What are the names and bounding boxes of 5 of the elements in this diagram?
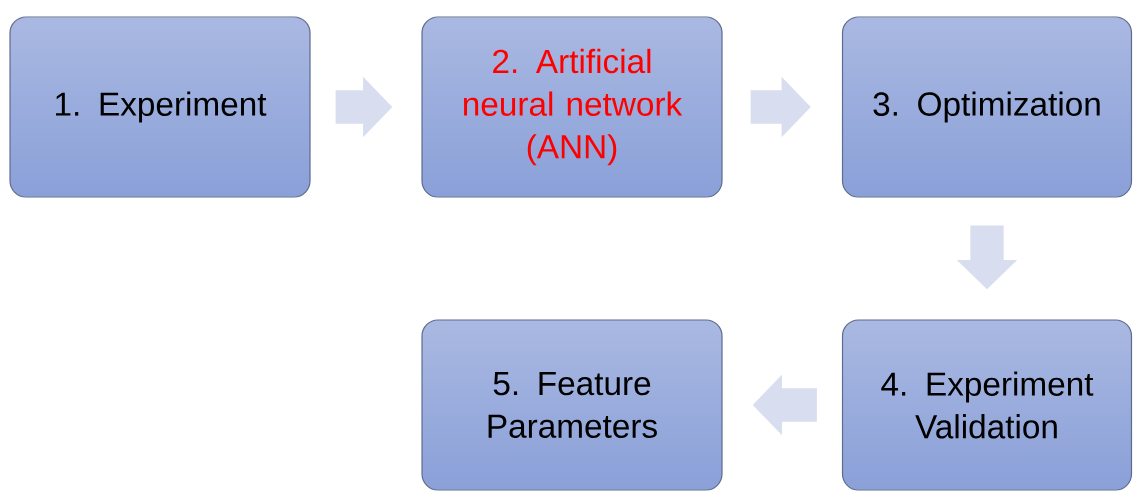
process-box: 2. Artificial neural network (ANN) <box>421 16 723 198</box>
process-box: 4. Experiment Validation <box>841 319 1133 491</box>
process-box: 5. Feature Parameters <box>421 319 723 491</box>
process-box: 3. Optimization <box>841 16 1133 198</box>
process-box: 1. Experiment <box>9 16 311 198</box>
